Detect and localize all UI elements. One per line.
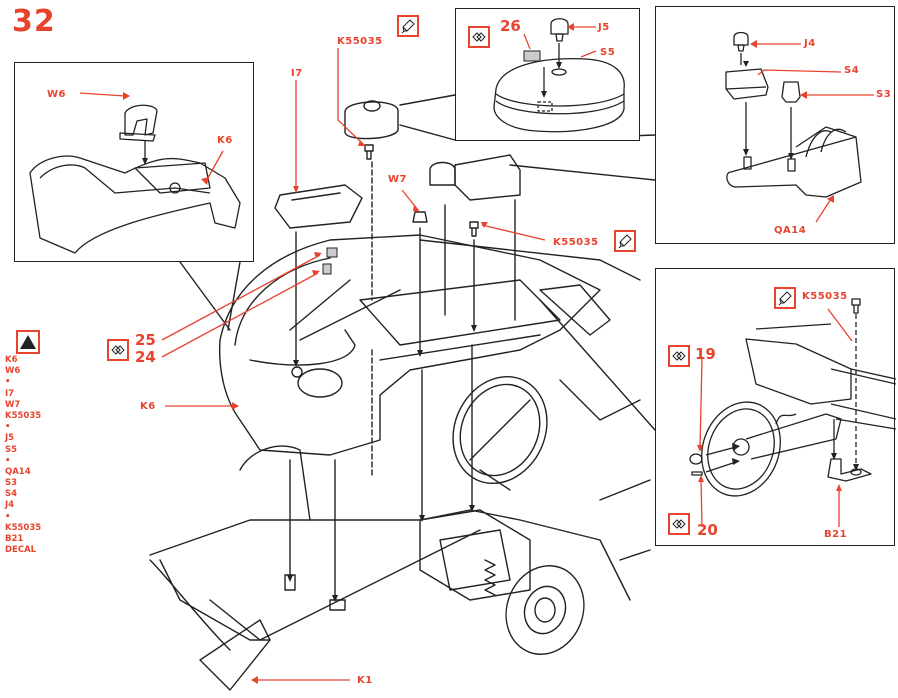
label-j5: J5 [598, 22, 610, 33]
steering-wheel [701, 401, 781, 497]
part-screw-mid [469, 221, 479, 237]
decal-icon-20 [668, 513, 690, 535]
inset-reservoir-drawing [493, 18, 625, 133]
label-decal-20: 20 [697, 521, 718, 539]
label-k55035-mid: K55035 [553, 237, 599, 248]
label-decal-24: 24 [135, 348, 156, 366]
inset-master-cylinder-drawing [725, 31, 874, 223]
part-w7 [412, 211, 428, 223]
label-w7: W7 [388, 174, 407, 185]
chassis-frame [149, 509, 631, 601]
decal-20-piece [691, 471, 703, 476]
label-k55035-top: K55035 [337, 36, 383, 47]
decal-icon-reservoir [468, 26, 490, 48]
inset-body-cover-drawing [29, 92, 241, 254]
part-w6 [124, 104, 158, 136]
decal-19-piece [689, 453, 703, 465]
steering-wheel-main [452, 375, 548, 485]
legend-separator: • [5, 422, 11, 433]
inset-steering-drawing [689, 298, 897, 528]
label-k55035-steering: K55035 [802, 291, 848, 302]
decal-24-main [322, 263, 332, 275]
legend-item: K55035 [5, 410, 42, 421]
legend-item: W7 [5, 399, 21, 410]
front-wheel-hub [505, 565, 585, 655]
inset-reservoir: 26 J5 S5 [455, 8, 640, 141]
legend-item: W6 [5, 366, 21, 377]
legend-icon-box [16, 330, 40, 354]
label-b21: B21 [824, 529, 848, 540]
callout-connector-body [179, 261, 241, 331]
label-s5: S5 [600, 47, 616, 58]
dashboard-panel [745, 338, 852, 405]
legend-item: J5 [5, 433, 15, 444]
label-k6-inset: K6 [217, 135, 233, 146]
decal-diamonds-icon [672, 351, 686, 361]
glue-icon-top [397, 15, 419, 37]
decal-diamonds-icon [672, 519, 686, 529]
legend-separator: • [5, 377, 11, 388]
legend-separator: • [5, 511, 11, 522]
part-qa14 [726, 136, 862, 198]
inset-steering: K55035 19 20 B21 [655, 268, 897, 546]
inset-body-cover: W6 K6 [14, 62, 254, 262]
part-b21 [827, 458, 872, 482]
glue-tube-icon [618, 234, 632, 249]
part-s5-reservoir [493, 58, 625, 133]
part-s4 [725, 68, 769, 100]
glue-icon-mid [614, 230, 636, 252]
legend-item: S4 [5, 489, 18, 500]
decal-25-main [326, 247, 338, 258]
body-hole [297, 368, 343, 398]
inset-master-cylinder: J4 S4 S3 QA14 [655, 6, 895, 244]
part-master-cylinder-main [454, 154, 521, 201]
body-tub-outline [218, 234, 601, 456]
label-k1: K1 [357, 675, 373, 686]
glue-tube-icon [778, 291, 792, 306]
part-reservoir-main [344, 101, 399, 140]
label-k6-main: K6 [140, 401, 156, 412]
callout-connector-reservoir [399, 94, 456, 141]
label-decal-19: 19 [695, 345, 716, 363]
label-qa14: QA14 [774, 225, 807, 236]
label-decal-26: 26 [500, 17, 521, 35]
callout-connector-steering [539, 299, 656, 431]
legend-item: K6 [5, 355, 18, 365]
legend-item: S5 [5, 444, 18, 455]
decal-icon-19 [668, 345, 690, 367]
glue-tube-icon [401, 19, 415, 34]
label-decal-25: 25 [135, 331, 156, 349]
label-s4: S4 [844, 65, 860, 76]
part-screw-steering [851, 298, 861, 314]
glue-icon-steering [774, 287, 796, 309]
decal-diamonds-icon [472, 32, 486, 42]
part-i7 [274, 184, 363, 229]
decal-26 [523, 50, 541, 62]
decal-diamonds-icon [111, 345, 125, 355]
label-w6: W6 [47, 89, 66, 100]
step-number: 32 [12, 4, 56, 39]
body-cover-k6 [29, 155, 241, 254]
legend-item: J4 [5, 500, 15, 511]
legend-item: DECAL [5, 545, 37, 556]
part-screw-top [364, 144, 374, 160]
part-j5-cap [550, 18, 569, 35]
label-i7: I7 [291, 68, 303, 79]
legend-item: B21 [5, 534, 24, 544]
front-tip-k1 [199, 619, 271, 691]
label-j4: J4 [804, 38, 816, 49]
part-s3 [781, 81, 801, 103]
label-s3: S3 [876, 89, 892, 100]
legend-item: I7 [5, 388, 15, 399]
legend-parts-list: K6 W6 • I7 W7 K55035 • J5 S5 • QA14 S3 S… [5, 355, 41, 556]
part-j4 [733, 31, 749, 46]
legend-item: QA14 [5, 466, 31, 477]
legend-item: K55035 [5, 522, 42, 533]
triangle-warning-icon [20, 335, 36, 349]
legend-separator: • [5, 455, 11, 466]
legend-item: S3 [5, 478, 18, 489]
decal-icon-main [107, 339, 129, 361]
